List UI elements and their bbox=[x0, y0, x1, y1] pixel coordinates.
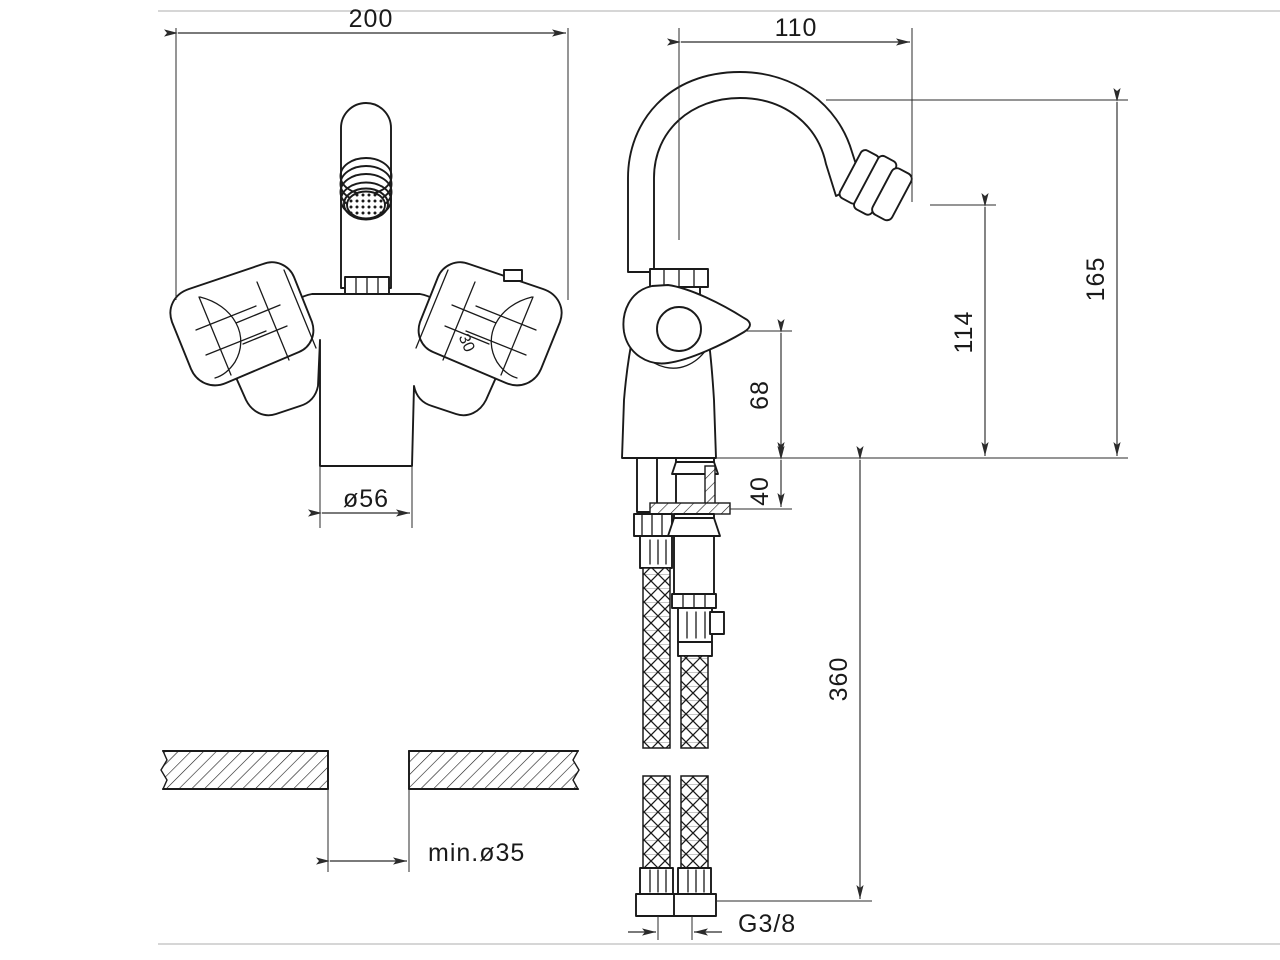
dim-label-110: 110 bbox=[775, 14, 818, 42]
dim-length-360: 360 bbox=[716, 446, 872, 902]
front-handle-left bbox=[169, 261, 317, 387]
side-center-tube bbox=[667, 513, 721, 609]
dim-label-diameter-56: ø56 bbox=[343, 485, 389, 513]
dim-height-68: 68 bbox=[716, 319, 792, 459]
dim-label-min-35: min.ø35 bbox=[428, 839, 525, 867]
section-plate-right bbox=[408, 750, 580, 790]
side-hose-right-upper bbox=[677, 607, 725, 749]
side-hose-right-lower bbox=[673, 775, 717, 917]
dim-diameter-56: ø56 bbox=[308, 466, 413, 528]
dim-hole-35: min.ø35 bbox=[316, 789, 525, 872]
side-view: 110 165 114 68 40 bbox=[621, 14, 1128, 940]
dim-height-165: 165 bbox=[724, 88, 1128, 459]
dim-label-165: 165 bbox=[1082, 257, 1110, 302]
side-shank bbox=[636, 457, 719, 513]
dim-thread-g38: G3/8 bbox=[628, 910, 796, 940]
dim-label-360: 360 bbox=[825, 657, 853, 702]
side-mounting-washer bbox=[649, 502, 731, 515]
dim-label-200: 200 bbox=[349, 5, 394, 33]
dim-label-40: 40 bbox=[746, 476, 774, 506]
front-handle-right bbox=[415, 261, 563, 387]
dim-height-114: 114 bbox=[930, 193, 996, 456]
front-aerator bbox=[339, 157, 393, 221]
dim-height-40: 40 bbox=[730, 446, 792, 510]
side-hose-left-lower bbox=[635, 775, 679, 917]
section-plate-left bbox=[160, 750, 329, 790]
dim-width-200: 200 bbox=[164, 5, 569, 300]
dim-label-g38: G3/8 bbox=[738, 910, 796, 938]
side-hose-left-upper bbox=[639, 535, 673, 749]
mounting-hole-section: min.ø35 bbox=[160, 750, 580, 872]
dim-label-30: 30 bbox=[455, 332, 478, 355]
section-hole-edges bbox=[162, 750, 579, 790]
dim-label-114: 114 bbox=[950, 311, 978, 354]
front-handle-dim-30: 30 bbox=[455, 332, 478, 355]
side-spout bbox=[627, 71, 863, 273]
side-lock-nut bbox=[633, 513, 673, 537]
side-handle bbox=[622, 284, 751, 365]
dim-label-68: 68 bbox=[746, 380, 774, 410]
side-spout-collar bbox=[649, 268, 709, 288]
side-aerator bbox=[838, 149, 913, 222]
dim-reach-110: 110 bbox=[667, 14, 913, 240]
front-view: 30 ø56 200 bbox=[164, 5, 569, 528]
